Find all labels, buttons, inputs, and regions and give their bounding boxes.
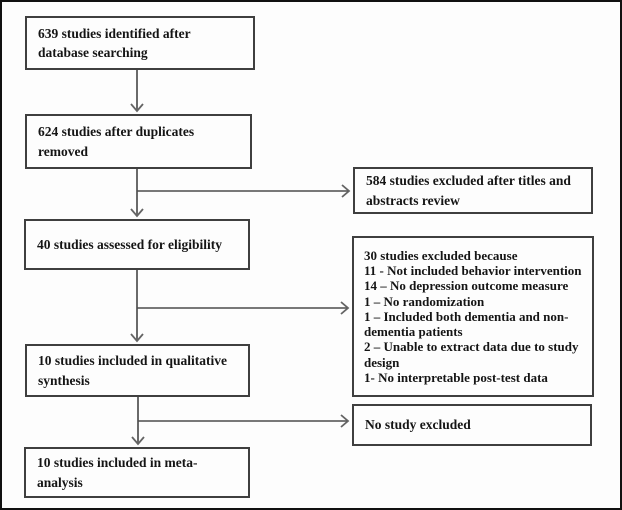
flow-box-identified-text: 639 studies identified after database se…: [38, 25, 191, 60]
flow-box-assessed-eligibility: 40 studies assessed for eligibility: [24, 219, 250, 270]
excluded-reason-posttest-data: 1- No interpretable post-test data: [364, 369, 548, 385]
excluded-reason-behavior: 11 - Not included behavior intervention: [364, 263, 582, 279]
flow-box-duplicates-removed: 624 studies after duplicates removed: [25, 114, 252, 169]
flow-box-identified: 639 studies identified after database se…: [25, 16, 255, 70]
flow-box-assessed-eligibility-text: 40 studies assessed for eligibility: [37, 236, 223, 252]
excluded-reason-randomization: 1 – No randomization: [364, 293, 485, 309]
excluded-reasons-header: 30 studies excluded because: [364, 248, 518, 264]
flow-box-qualitative-synthesis-text: 10 studies included in qualitative synth…: [38, 353, 228, 388]
flow-box-qualitative-synthesis: 10 studies included in qualitative synth…: [25, 344, 250, 397]
flow-box-duplicates-removed-text: 624 studies after duplicates removed: [38, 124, 195, 159]
excluded-reason-dementia-mix: 1 – Included both dementia and non-demen…: [364, 308, 569, 340]
excluded-reason-extract-data: 2 – Unable to extract data due to study …: [364, 339, 579, 370]
flow-box-meta-analysis: 10 studies included in meta-analysis: [24, 447, 250, 498]
flow-box-no-study-excluded-text: No study excluded: [365, 417, 471, 433]
flow-box-excluded-titles: 584 studies excluded after titles and ab…: [353, 167, 593, 214]
flow-box-meta-analysis-text: 10 studies included in meta-analysis: [37, 455, 198, 490]
flow-box-excluded-titles-text: 584 studies excluded after titles and ab…: [366, 173, 571, 208]
excluded-reason-depression-measure: 14 – No depression outcome measure: [364, 278, 569, 294]
flow-box-excluded-reasons: 30 studies excluded because 11 - Not inc…: [352, 236, 594, 397]
flow-box-no-study-excluded: No study excluded: [352, 404, 592, 446]
